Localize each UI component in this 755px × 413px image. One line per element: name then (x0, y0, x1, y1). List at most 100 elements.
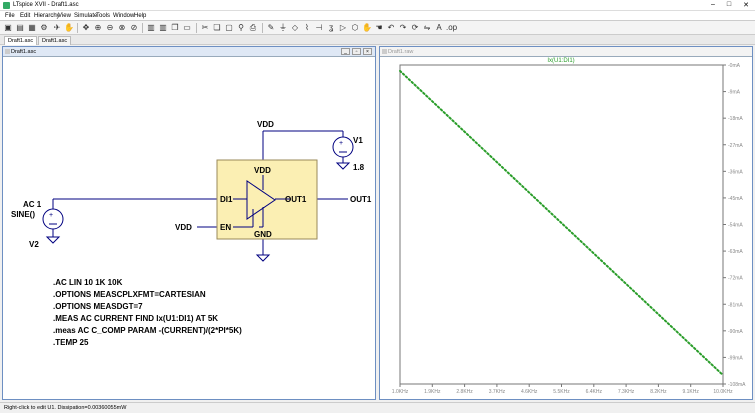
menu-tools[interactable]: Tools (96, 13, 111, 19)
move-hand-icon[interactable]: ✋ (362, 23, 372, 32)
y-tick-label: -90mA (728, 329, 743, 335)
trace-ix-u1-di1[interactable] (399, 69, 724, 377)
label-net-icon[interactable]: ◇ (291, 23, 299, 32)
open-icon[interactable]: ▤ (16, 23, 24, 32)
menu-edit[interactable]: Edit (20, 13, 31, 19)
menu-file[interactable]: File (5, 13, 15, 19)
capacitor-icon[interactable]: ⊣ (315, 23, 323, 32)
window-restore-button[interactable]: ▫ (352, 48, 361, 55)
spice-directive-icon[interactable]: .op (446, 23, 458, 32)
window-close-button[interactable]: × (363, 48, 372, 55)
component-icon[interactable]: ⬡ (351, 23, 359, 32)
net-label-out1: OUT1 (350, 195, 372, 204)
rotate-icon[interactable]: ⟳ (411, 23, 419, 32)
menu-hierarchy[interactable]: Hierarchy (34, 13, 60, 19)
trace-label[interactable]: Ix(U1:DI1) (547, 58, 574, 64)
spice-directive[interactable]: .AC LIN 10 1K 10K (53, 278, 123, 287)
pin-label-gnd: GND (254, 230, 272, 239)
resistor-icon[interactable]: ⌇ (305, 23, 309, 32)
tile-horizontal-icon[interactable]: ▥ (147, 23, 155, 32)
schematic-window-title: Draft1.asc (11, 49, 37, 55)
v2-voltage-source[interactable]: + (42, 208, 64, 230)
drag-hand-icon[interactable]: ☚ (375, 23, 383, 32)
zoom-out-icon[interactable]: ⊖ (106, 23, 114, 32)
redo-icon[interactable]: ↷ (399, 23, 407, 32)
tile-vertical-icon[interactable]: ▥ (159, 23, 167, 32)
y-tick-label: -27mA (728, 143, 743, 149)
halt-icon[interactable]: ✋ (64, 23, 74, 32)
undo-icon[interactable]: ↶ (387, 23, 395, 32)
control-panel-icon[interactable]: ⚙ (40, 23, 48, 32)
find-icon[interactable]: ⚲ (238, 23, 244, 32)
x-tick-label: 9.1KHz (682, 389, 699, 395)
x-tick-label: 6.4KHz (586, 389, 603, 395)
cut-icon[interactable]: ✂ (201, 23, 209, 32)
schematic-canvas[interactable]: + + VDD (3, 57, 375, 399)
menu-help[interactable]: Help (134, 13, 147, 19)
copy-icon[interactable]: ❏ (213, 23, 221, 32)
menu-window[interactable]: Window (113, 13, 135, 19)
x-tick-label: 10.0KHz (713, 389, 733, 395)
v2-name-label: V2 (29, 240, 39, 249)
spice-directive[interactable]: .OPTIONS MEASCPLXFMT=CARTESIAN (53, 290, 206, 299)
tab-waveform[interactable]: Draft1.asc (38, 36, 72, 45)
pin-label-out1: OUT1 (285, 195, 307, 204)
net-label-vdd-en: VDD (175, 223, 192, 232)
window-minimize-button[interactable]: _ (341, 48, 350, 55)
svg-text:+: + (339, 140, 343, 147)
x-tick-label: 1.9KHz (424, 389, 441, 395)
mirror-icon[interactable]: ⇋ (423, 23, 431, 32)
y-tick-label: -81mA (728, 302, 743, 308)
minimize-icon[interactable]: – (711, 1, 715, 8)
spice-directive[interactable]: .OPTIONS MEASDGT=7 (53, 302, 143, 311)
x-tick-label: 7.3KHz (618, 389, 635, 395)
y-tick-label: -45mA (728, 196, 743, 202)
y-tick-label: -9mA (728, 90, 741, 96)
pan-icon[interactable]: ✥ (82, 23, 90, 32)
menu-view[interactable]: View (58, 13, 71, 19)
y-tick-label: -54mA (728, 223, 743, 229)
text-icon[interactable]: A (436, 23, 442, 32)
diode-icon[interactable]: ▷ (339, 23, 347, 32)
schematic-window[interactable]: Draft1.asc _ ▫ × + (2, 46, 376, 400)
close-all-icon[interactable]: ▭ (183, 23, 191, 32)
ground-icon[interactable]: ⏚ (279, 23, 287, 32)
cascade-icon[interactable]: ❐ (171, 23, 179, 32)
v1-voltage-source[interactable]: + (332, 136, 354, 158)
toolbar: ▣ ▤ ▦ ⚙ ✈ ✋ ✥ ⊕ ⊖ ⊗ ⊘ ▥ ▥ ❐ ▭ ✂ ❏ ▢ ⚲ ⎙ … (0, 21, 755, 35)
spice-directive[interactable]: .meas AC C_COMP PARAM -(CURRENT)/(2*PI*5… (53, 326, 242, 335)
tab-bar: Draft1.asc Draft1.asc (0, 35, 755, 45)
v2-ac-label: AC 1 (23, 200, 42, 209)
ground-icon (335, 162, 351, 170)
zoom-fit-icon[interactable]: ⊗ (118, 23, 126, 32)
x-tick-label: 3.7KHz (489, 389, 506, 395)
menu-simulate[interactable]: Simulate (74, 13, 98, 19)
schematic-window-titlebar: Draft1.asc _ ▫ × (3, 47, 375, 57)
zoom-in-icon[interactable]: ⊕ (94, 23, 102, 32)
wire-pencil-icon[interactable]: ✎ (267, 23, 275, 32)
run-icon[interactable]: ✈ (53, 23, 61, 32)
new-schematic-icon[interactable]: ▣ (4, 23, 12, 32)
pin-label-en: EN (220, 223, 231, 232)
waveform-window-icon (382, 49, 387, 54)
waveform-window-titlebar: Draft1.raw (380, 47, 752, 57)
autorange-icon[interactable]: ⊘ (130, 23, 138, 32)
tab-schematic[interactable]: Draft1.asc (4, 36, 38, 45)
spice-directive[interactable]: .MEAS AC CURRENT FIND Ix(U1:DI1) AT 5K (53, 314, 218, 323)
spice-directive[interactable]: .TEMP 25 (53, 338, 89, 347)
inductor-icon[interactable]: ʓ (328, 23, 334, 32)
close-icon[interactable]: ✕ (743, 2, 749, 9)
net-label-vdd: VDD (257, 120, 274, 129)
y-tick-label: -18mA (728, 116, 743, 122)
paste-icon[interactable]: ▢ (225, 23, 233, 32)
maximize-icon[interactable]: □ (726, 1, 732, 8)
u1-block[interactable] (216, 159, 318, 240)
print-icon[interactable]: ⎙ (249, 23, 257, 32)
save-icon[interactable]: ▦ (28, 23, 36, 32)
status-text: Right-click to edit U1. Dissipation=0.00… (4, 405, 127, 411)
pin-label-di1: DI1 (220, 195, 233, 204)
y-tick-label: -72mA (728, 276, 743, 282)
x-tick-label: 8.2KHz (650, 389, 667, 395)
